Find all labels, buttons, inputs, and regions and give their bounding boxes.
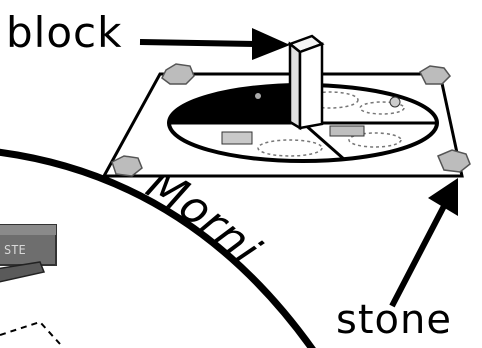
- block-arrow: [140, 28, 290, 60]
- stone-top-left: [162, 64, 194, 84]
- stone-bottom-right: [438, 150, 470, 172]
- stone-label: stone: [336, 300, 452, 340]
- stone-top-right: [420, 66, 450, 84]
- block-object: [290, 36, 322, 128]
- sign-text: STE: [4, 243, 26, 257]
- stone-arrow: [392, 178, 458, 306]
- dashed-path: [0, 322, 60, 344]
- block-label: block: [6, 12, 122, 54]
- sign-board: STE: [0, 225, 56, 284]
